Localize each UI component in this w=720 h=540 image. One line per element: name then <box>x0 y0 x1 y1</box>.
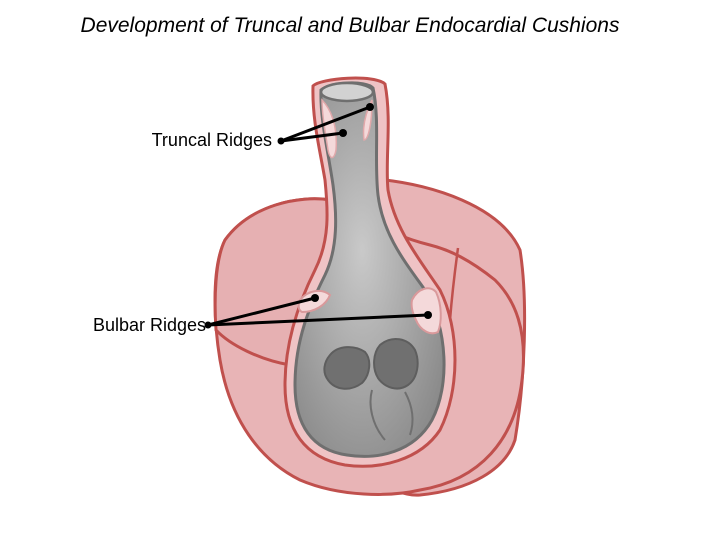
truncal-leader-dot-origin <box>277 137 285 145</box>
bulbar-ridges-label: Bulbar Ridges <box>92 315 206 335</box>
bulbar-leader-dot-2 <box>424 311 432 319</box>
bulbar-leader-1 <box>207 296 316 327</box>
truncal-leader-1 <box>280 105 371 143</box>
bulbar-leader-dot-origin <box>204 321 212 329</box>
septum-curve <box>369 389 386 441</box>
av-canal-left <box>323 346 371 390</box>
bulbar-ridge-right <box>410 287 442 335</box>
truncal-ridges-label: Truncal Ridges <box>151 130 272 150</box>
truncus-opening <box>319 81 375 103</box>
fold-line <box>448 247 460 321</box>
av-canal-right <box>373 338 419 390</box>
truncal-leader-dot-1 <box>366 103 374 111</box>
septum-curve-2 <box>404 391 414 436</box>
bulbar-leader-dot-1 <box>311 294 319 302</box>
bulbar-leader-2 <box>207 313 429 327</box>
truncal-leader-2 <box>280 131 344 143</box>
diagram-title: Development of Truncal and Bulbar Endoca… <box>80 14 620 37</box>
truncal-leader-dot-2 <box>339 129 347 137</box>
